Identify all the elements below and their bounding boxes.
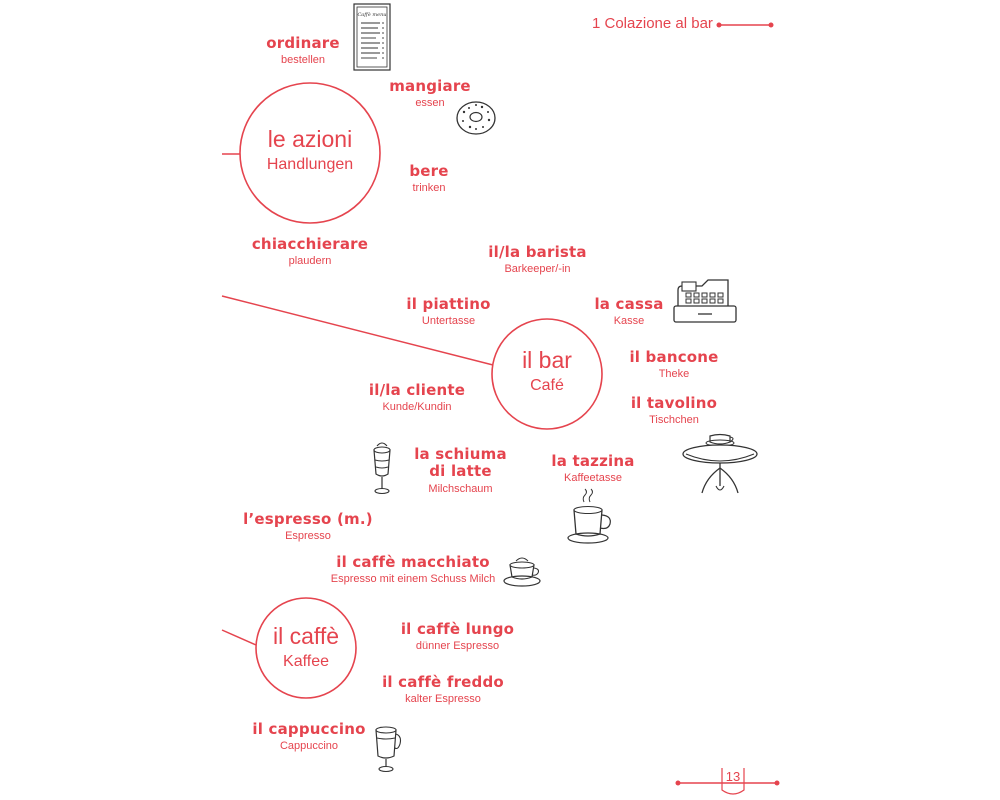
vocab-lungo: il caffè lungo dünner Espresso bbox=[390, 620, 525, 653]
coffee-cup-icon bbox=[567, 488, 611, 544]
vocab-german: kalter Espresso bbox=[405, 693, 481, 706]
vocab-italian: il/la cliente bbox=[368, 381, 466, 399]
vocab-freddo: il caffè freddo kalter Espresso bbox=[373, 673, 513, 706]
vocab-cassa: la cassa Kasse bbox=[584, 295, 674, 328]
coffee-menu-icon: Caffè menu bbox=[353, 3, 391, 71]
circle-caffe: il caffè Kaffee bbox=[256, 623, 356, 671]
vocab-italian: il bancone bbox=[629, 348, 719, 366]
vocab-schiuma: la schiuma di latte Milchschaum bbox=[408, 445, 513, 495]
vocab-german: dünner Espresso bbox=[415, 640, 500, 653]
circle-azioni: le azioni Handlungen bbox=[250, 126, 370, 174]
vocab-german: Kaffeetasse bbox=[564, 472, 622, 485]
vocab-italian: il cappuccino bbox=[252, 720, 366, 738]
circle-bar-title: il bar bbox=[522, 347, 572, 373]
vocab-italian: il tavolino bbox=[630, 394, 718, 412]
vocab-tazzina: la tazzina Kaffeetasse bbox=[541, 452, 645, 485]
vocab-german: trinken bbox=[412, 182, 446, 195]
vocab-macchiato: il caffè macchiato Espresso mit einem Sc… bbox=[328, 553, 498, 586]
vocab-german: Espresso bbox=[285, 530, 331, 543]
vocab-tavolino: il tavolino Tischchen bbox=[624, 394, 724, 427]
page-number: 13 bbox=[725, 769, 741, 784]
vocab-italian: il caffè freddo bbox=[382, 673, 504, 691]
vocab-german: plaudern bbox=[288, 255, 332, 268]
vocab-barista: il/la barista Barkeeper/-in bbox=[475, 243, 600, 276]
vocab-german: essen bbox=[415, 97, 445, 110]
vocab-german: Milchschaum bbox=[428, 482, 493, 495]
vocab-italian: la schiuma bbox=[414, 445, 507, 463]
macchiato-cup-icon bbox=[503, 557, 541, 587]
vocab-chiacchierare: chiacchierare plaudern bbox=[245, 235, 375, 268]
vocab-german: Kasse bbox=[613, 315, 645, 328]
vocab-espresso: l’espresso (m.) Espresso bbox=[238, 510, 378, 543]
vocab-italian: l’espresso (m.) bbox=[243, 510, 373, 528]
vocab-german: Espresso mit einem Schuss Milch bbox=[330, 573, 496, 586]
vocab-italian: il caffè lungo bbox=[400, 620, 515, 638]
vocab-italian: mangiare bbox=[389, 77, 471, 95]
vocab-italian-line2: di latte bbox=[429, 462, 492, 481]
vocab-german: Untertasse bbox=[421, 315, 476, 328]
circle-azioni-title: le azioni bbox=[267, 126, 353, 152]
vocab-bancone: il bancone Theke bbox=[624, 348, 724, 381]
vocab-ordinare: ordinare bestellen bbox=[258, 34, 348, 67]
chapter-title: 1 Colazione al bar bbox=[592, 15, 713, 32]
vocab-piattino: il piattino Untertasse bbox=[396, 295, 501, 328]
vocab-italian: il piattino bbox=[406, 295, 491, 313]
vocab-german: bestellen bbox=[280, 54, 326, 67]
circle-caffe-subtitle: Kaffee bbox=[283, 653, 329, 671]
circle-bar: il bar Café bbox=[492, 347, 602, 395]
vocab-italian: bere bbox=[409, 162, 449, 180]
vocab-bere: bere trinken bbox=[399, 162, 459, 195]
vocab-italian: il/la barista bbox=[488, 243, 587, 261]
donut-icon bbox=[456, 101, 496, 135]
vocab-italian: chiacchierare bbox=[251, 235, 369, 253]
vocab-italian: il caffè macchiato bbox=[336, 553, 490, 571]
cappuccino-glass-icon bbox=[375, 726, 402, 773]
cafe-table-icon bbox=[682, 433, 758, 494]
cash-register-icon bbox=[673, 279, 737, 323]
vocab-italian: la cassa bbox=[594, 295, 664, 313]
vocab-mangiare: mangiare essen bbox=[380, 77, 480, 110]
circle-azioni-subtitle: Handlungen bbox=[266, 156, 354, 174]
vocab-german: Barkeeper/-in bbox=[504, 263, 571, 276]
latte-glass-icon bbox=[373, 442, 391, 495]
vocab-german: Theke bbox=[658, 368, 690, 381]
vocab-italian: la tazzina bbox=[551, 452, 635, 470]
vocab-german: Cappuccino bbox=[279, 740, 339, 753]
vocab-german: Kunde/Kundin bbox=[382, 401, 452, 414]
circle-caffe-title: il caffè bbox=[272, 623, 340, 649]
coffee-menu-text: Caffè menu bbox=[357, 11, 386, 18]
vocab-cliente: il/la cliente Kunde/Kundin bbox=[357, 381, 477, 414]
vocab-german: Tischchen bbox=[649, 414, 699, 427]
circle-bar-subtitle: Café bbox=[530, 377, 564, 395]
vocab-cappuccino: il cappuccino Cappuccino bbox=[243, 720, 375, 753]
vocab-italian: ordinare bbox=[266, 34, 340, 52]
